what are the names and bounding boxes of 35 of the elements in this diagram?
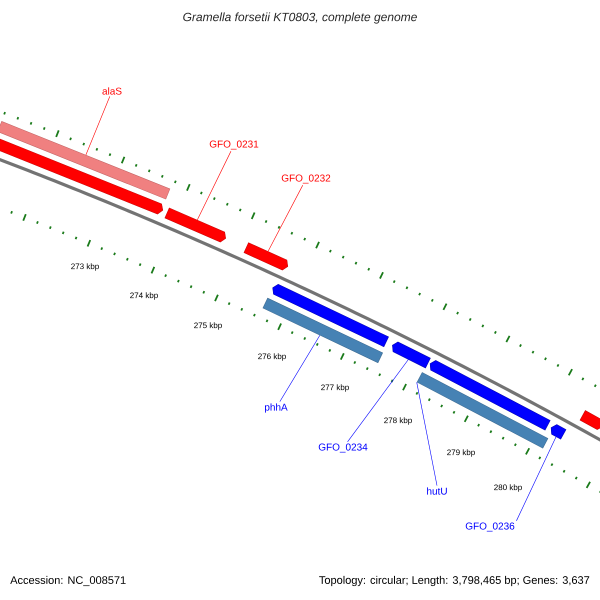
leader-line (516, 436, 556, 522)
gene-feature (550, 424, 566, 440)
gene-label: alaS (102, 87, 122, 95)
gene-label: GFO_0234 (318, 444, 368, 452)
leader-line (347, 359, 409, 442)
scale-label: 279 kbp (447, 449, 475, 457)
scale-label: 274 kbp (130, 292, 158, 300)
scale-label: 276 kbp (258, 353, 286, 361)
leader-line (197, 150, 232, 220)
gene-bar (416, 372, 548, 448)
title: Gramella forsetii KT0803, complete genome (183, 12, 417, 24)
gene-feature (164, 208, 226, 242)
leader-line (268, 184, 304, 252)
gene-feature (272, 284, 389, 348)
leader-line (416, 382, 438, 486)
gene-feature (430, 360, 550, 430)
leader-line (280, 335, 320, 402)
gene-label: GFO_0231 (210, 140, 258, 150)
scale-label: 280 kbp (494, 484, 522, 492)
gene-label: phhA (264, 403, 288, 413)
gene-feature (392, 342, 431, 368)
footer-text: Topology: circular; Length: 3,798,465 bp; Genes: 3,637 (319, 576, 590, 586)
scale-label: 277 kbp (321, 384, 349, 392)
gene-bar (0, 121, 170, 200)
gene-feature (244, 242, 288, 270)
scale-label: 278 kbp (384, 417, 412, 425)
leader-line (86, 96, 110, 156)
gene-label: GFO_0236 (466, 522, 514, 532)
gene-label: GFO_0232 (282, 174, 330, 184)
scale-label: 275 kbp (194, 322, 222, 330)
footer-text: Accession: NC_008571 (10, 576, 126, 586)
gene-feature (580, 410, 600, 430)
gene-label: hutU (427, 487, 447, 495)
scale-label: 273 kbp (71, 263, 99, 271)
gene-feature (0, 138, 164, 214)
